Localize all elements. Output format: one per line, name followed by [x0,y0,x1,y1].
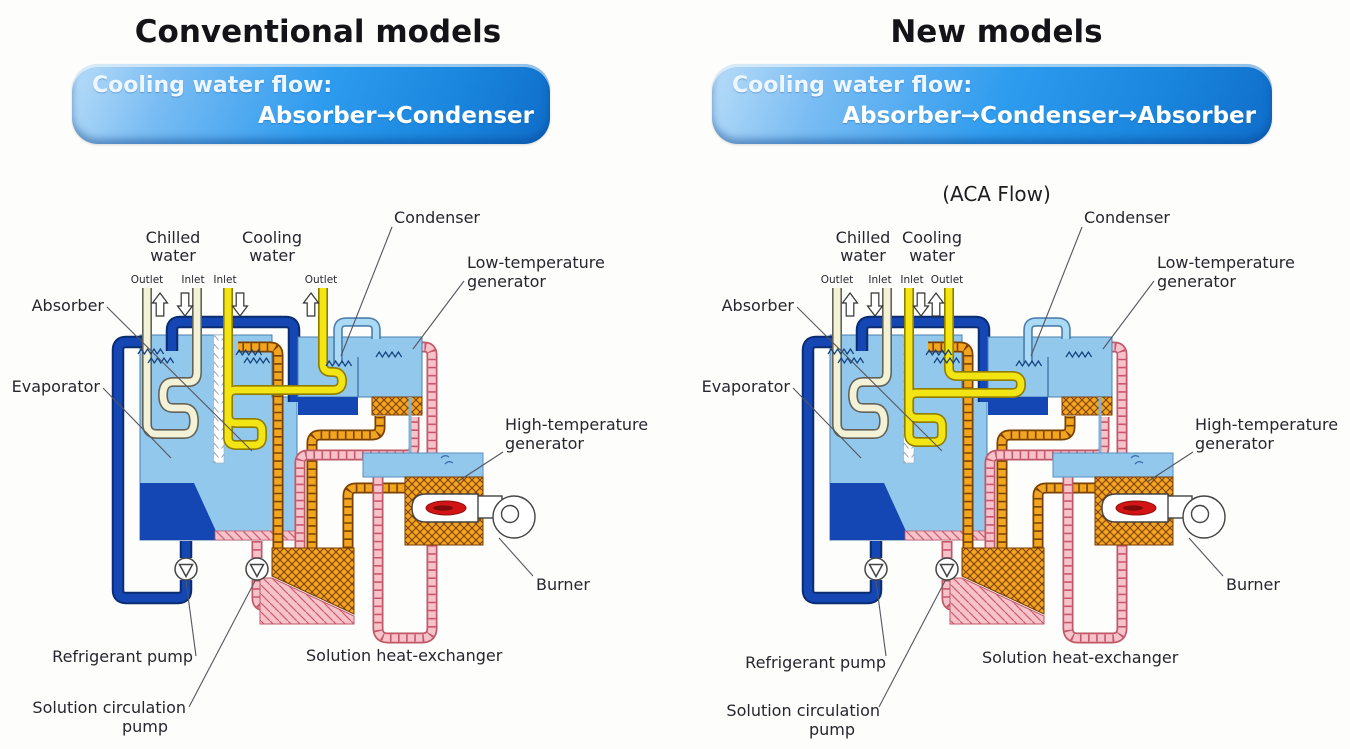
banner-line2: Absorber→Condenser [258,103,534,129]
label-evaporator: Evaporator [12,377,101,396]
label-high-temp-generator: generator [505,434,584,453]
label-low-temp-generator: Low-temperature [467,253,605,272]
label-cooling-water: Cooling [902,228,962,247]
label-cooling-outlet: Outlet [305,274,338,286]
aca-flow-subtitle: (ACA Flow) [942,182,1051,206]
label-chilled-water: Chilled [836,228,891,247]
label-chilled-water: water [840,246,886,265]
diagram-conventional: Chilled water Cooling water Outlet Inlet… [12,208,648,736]
solution-pipes-concentrated [238,341,406,592]
label-refrigerant-pump: Refrigerant pump [52,647,193,666]
label-condenser: Condenser [1084,208,1170,227]
chilled-outlet-arrow-icon [841,292,859,317]
solution-heat-exchanger [259,547,355,625]
diagram-new: Chilled water Cooling water Outlet Inlet… [702,208,1338,739]
condenser-pool [298,397,358,415]
condenser-box [987,336,1113,416]
label-cooling-outlet: Outlet [931,274,964,286]
cooling-water-coil [223,288,348,450]
label-cooling-water: Cooling [242,228,302,247]
label-refrigerant-pump: Refrigerant pump [745,653,886,672]
label-low-temp-generator: generator [1157,272,1236,291]
chilled-inlet-arrow-icon [176,292,194,317]
label-high-temp-generator: High-temperature [505,415,648,434]
label-absorber: Absorber [722,296,795,315]
refrigerant-pump-icon [174,557,198,581]
leader-lines [102,226,534,708]
condenser-box [297,336,423,416]
low-temp-generator-strip [371,396,423,416]
banner-line2: Absorber→Condenser→Absorber [842,103,1256,129]
high-temp-generator-shell [362,452,484,478]
label-chilled-water: water [150,246,196,265]
label-solution-heat-exchanger: Solution heat-exchanger [306,646,503,665]
leader-lines [792,226,1224,708]
high-temp-generator [1052,452,1226,546]
vapor-mark [440,455,454,465]
absorber-divider [213,334,225,464]
label-high-temp-generator: High-temperature [1195,415,1338,434]
refrigerant-pump-icon [864,557,888,581]
label-solution-circulation-pump: Solution circulation [32,698,186,717]
label-solution-circulation-pump: Solution circulation [726,701,880,720]
label-absorber: Absorber [32,296,105,315]
cooling-inlet-arrow-icon [231,292,249,317]
title-conventional: Conventional models [134,14,502,50]
high-temp-generator-shell [1052,452,1174,478]
high-temp-generator [362,452,536,546]
burner-blower-hub [500,504,520,524]
vessel-bottom-strip [904,530,988,541]
cooling-inlet-arrow-icon [912,292,930,317]
label-cooling-water: water [909,246,955,265]
vessel-bottom-strip [214,530,298,541]
condenser-pool [988,397,1048,415]
label-chilled-outlet: Outlet [821,274,854,286]
chilled-inlet-arrow-icon [866,292,884,317]
label-solution-circulation-pump: pump [122,717,168,736]
banner-line1: Cooling water flow: [92,73,333,98]
solution-pipes-concentrated [928,341,1096,592]
cooling-outlet-arrow-icon [302,292,320,317]
label-solution-heat-exchanger: Solution heat-exchanger [982,648,1179,667]
refrigerant-pool [140,483,220,540]
label-burner: Burner [536,575,590,594]
chilled-water-coil [142,288,202,439]
title-new: New models [890,14,1103,50]
vapor-mark [1130,455,1144,465]
label-cooling-water: water [249,246,295,265]
burner-flame-core [1123,505,1143,511]
label-cooling-inlet: Inlet [900,274,923,286]
vapor-pipe [1023,317,1071,363]
cooling-water-coil [904,288,1027,447]
cooling-outlet-arrow-icon [927,292,945,317]
solution-heat-exchanger [949,547,1045,625]
cooling-flow-banner-new: Cooling water flow: Absorber→Condenser→A… [712,64,1272,144]
label-high-temp-generator: generator [1195,434,1274,453]
chilled-water-coil [832,288,892,439]
label-solution-circulation-pump: pump [809,720,855,739]
label-chilled-inlet: Inlet [868,274,891,286]
cooling-flow-banner-conventional: Cooling water flow: Absorber→Condenser [72,64,550,144]
label-chilled-water: Chilled [146,228,201,247]
refrigerant-pipes [801,315,991,605]
refrigerant-pipes [111,315,301,605]
label-chilled-inlet: Inlet [181,274,204,286]
chilled-outlet-arrow-icon [151,292,169,317]
vapor-pipe [333,317,381,363]
banner-line1: Cooling water flow: [732,73,973,98]
label-low-temp-generator: Low-temperature [1157,253,1295,272]
label-burner: Burner [1226,575,1280,594]
solution-pump-icon [935,557,959,581]
label-evaporator: Evaporator [702,377,791,396]
burner-flame-core [433,505,453,511]
burner-blower-hub [1190,504,1210,524]
refrigerant-pool [830,483,910,540]
label-chilled-outlet: Outlet [131,274,164,286]
label-cooling-inlet: Inlet [213,274,236,286]
label-condenser: Condenser [394,208,480,227]
label-low-temp-generator: generator [467,272,546,291]
low-temp-generator-strip [1061,396,1113,416]
solution-pump-icon [245,557,269,581]
